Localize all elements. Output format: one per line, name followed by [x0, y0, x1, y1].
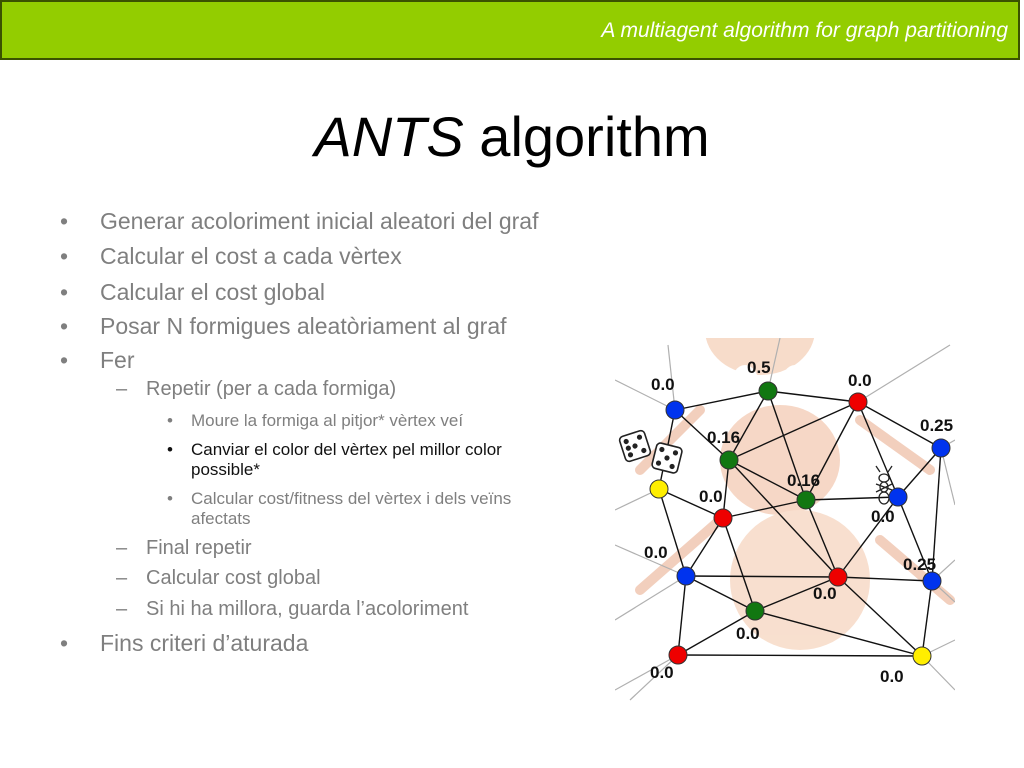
graph-edges	[658, 390, 942, 657]
sub-sub-item-moure: Moure la formiga al pitjor* vèrtex veí	[191, 411, 464, 430]
dice-icon	[618, 429, 683, 474]
vertex-label: 0.0	[650, 663, 674, 682]
vertex-label: 0.0	[848, 371, 872, 390]
vertex-red	[713, 508, 733, 528]
vertex-blue	[665, 400, 685, 420]
sub-item-repetir: Repetir (per a cada formiga)	[146, 378, 397, 400]
dash-marker: –	[116, 567, 128, 589]
dash-marker: –	[116, 378, 128, 400]
vertex-label: 0.0	[871, 507, 895, 526]
bullet-item: Fer	[100, 347, 135, 373]
vertex-green	[796, 490, 816, 510]
vertex-blue	[676, 566, 696, 586]
vertex-green	[758, 381, 778, 401]
vertex-label: 0.0	[699, 487, 723, 506]
bullet-marker: •	[60, 208, 69, 234]
dash-marker: –	[116, 598, 128, 620]
sub-sub-item-calcular: Calcular cost/fitness del vèrtex i dels …	[191, 489, 512, 508]
bullet-marker: •	[60, 243, 69, 269]
sub-sub-item-canviar: Canviar el color del vèrtex pel millor c…	[191, 440, 502, 459]
dash-marker: –	[116, 537, 128, 559]
sub-item-final: Final repetir	[146, 537, 252, 559]
vertex-yellow	[649, 479, 669, 499]
bullet-item: Fins criteri d’aturada	[100, 630, 309, 656]
slide-title-rest: algorithm	[463, 105, 710, 168]
bullet-item: Generar acoloriment inicial aleatori del…	[100, 208, 539, 234]
bullet-item: Calcular el cost a cada vèrtex	[100, 243, 402, 269]
bullet-marker: •	[167, 489, 173, 508]
vertex-label: 0.16	[707, 428, 740, 447]
bullet-marker: •	[167, 411, 173, 430]
vertex-label: 0.0	[651, 375, 675, 394]
vertex-label: 0.25	[920, 416, 953, 435]
sub-item-global: Calcular cost global	[146, 567, 321, 589]
graph-vertices	[649, 381, 951, 666]
vertex-red	[668, 645, 688, 665]
vertex-label: 0.0	[880, 667, 904, 686]
sub-sub-item-canviar-cont: possible*	[191, 460, 260, 479]
bullet-marker: •	[60, 313, 69, 339]
slide-title: ANTS algorithm	[0, 104, 1024, 169]
bullet-marker: •	[60, 630, 69, 656]
sub-sub-item-calcular-cont: afectats	[191, 509, 251, 528]
vertex-green	[719, 450, 739, 470]
vertex-blue	[931, 438, 951, 458]
vertex-label: 0.5	[747, 358, 771, 377]
bullet-marker: •	[167, 440, 173, 459]
bullet-item: Calcular el cost global	[100, 279, 326, 305]
vertex-label: 0.0	[813, 584, 837, 603]
slide-title-italic: ANTS	[314, 105, 464, 168]
bullet-marker: •	[60, 347, 69, 373]
vertex-blue	[922, 571, 942, 591]
vertex-blue	[888, 487, 908, 507]
vertex-red	[848, 392, 868, 412]
header-title: A multiagent algorithm for graph partiti…	[601, 19, 1008, 42]
header-banner: A multiagent algorithm for graph partiti…	[0, 0, 1020, 60]
vertex-label: 0.0	[736, 624, 760, 643]
vertex-label: 0.0	[644, 543, 668, 562]
vertex-green	[745, 601, 765, 621]
bullet-marker: •	[60, 279, 69, 305]
sub-item-millora: Si hi ha millora, guarda l’acoloriment	[146, 598, 469, 620]
vertex-yellow	[912, 646, 932, 666]
bullet-item: Posar N formigues aleatòriament al graf	[100, 313, 507, 339]
graph-illustration: 0.0 0.5 0.0 0.25 0.16 0.16 0.0 0.0 0.0 0…	[615, 338, 955, 701]
vertex-label: 0.16	[787, 471, 820, 490]
vertex-label: 0.25	[903, 555, 936, 574]
vertex-red	[828, 567, 848, 587]
